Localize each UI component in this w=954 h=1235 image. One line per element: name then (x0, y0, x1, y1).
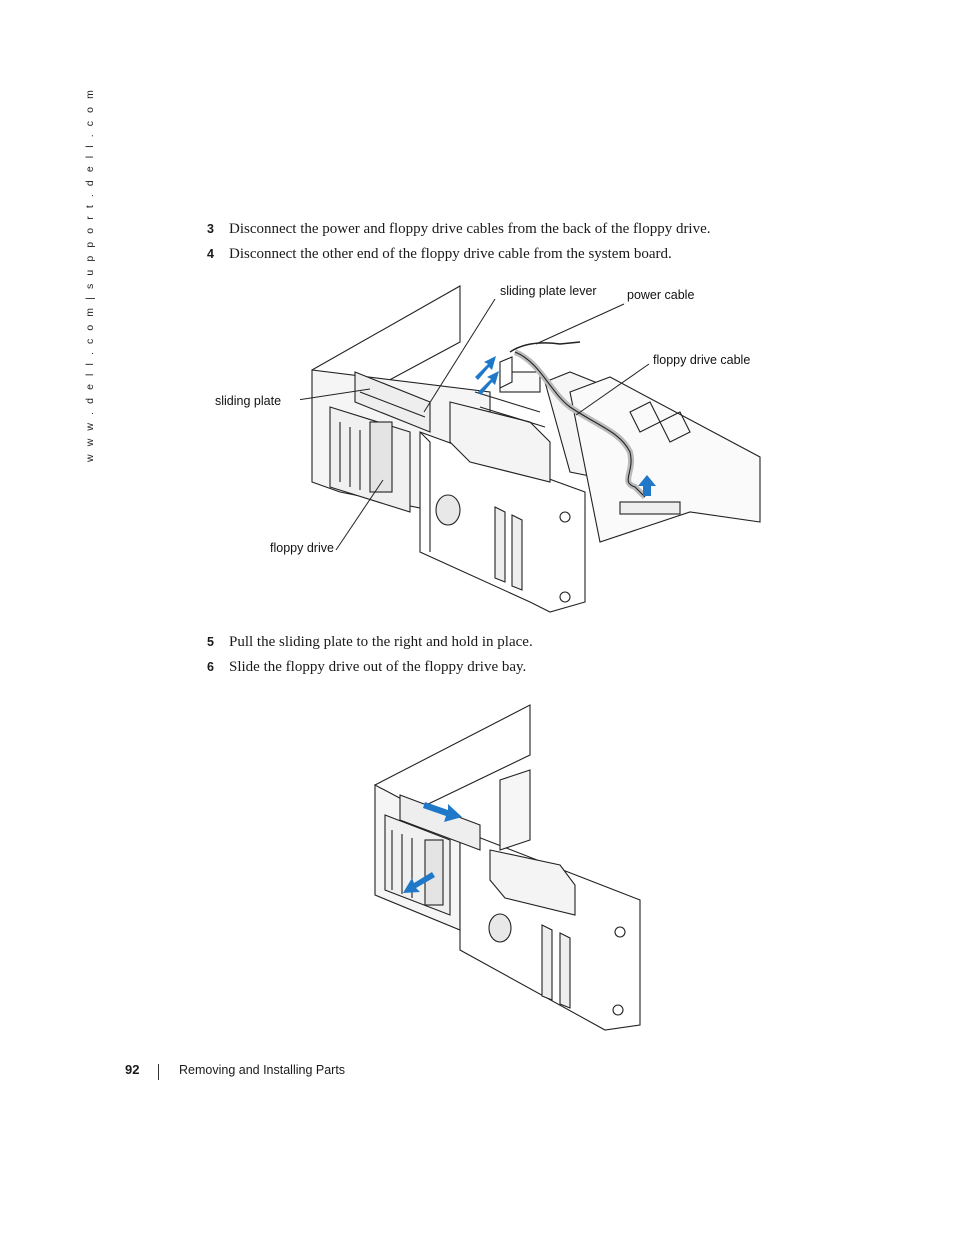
step-text: Pull the sliding plate to the right and … (229, 634, 533, 650)
callout-floppy-drive-cable: floppy drive cable (653, 353, 751, 367)
step-text: Disconnect the power and floppy drive ca… (229, 221, 711, 237)
page-footer: 92 Removing and Installing Parts (0, 1062, 954, 1082)
figure-cable-disconnect: sliding plate lever power cable floppy d… (215, 282, 770, 622)
step-text: Slide the floppy drive out of the floppy… (229, 659, 527, 675)
computer-chassis-illustration (374, 704, 641, 1031)
callout-sliding-plate-lever: sliding plate lever (500, 284, 597, 298)
step-4: 4 Disconnect the other end of the floppy … (207, 244, 672, 264)
sidebar-url-text: w w w . d e l l . c o m | s u p p o r t … (84, 87, 96, 462)
step-6: 6 Slide the floppy drive out of the flopp… (207, 657, 526, 677)
footer-divider (158, 1064, 159, 1080)
computer-chassis-illustration (300, 285, 761, 613)
callout-sliding-plate: sliding plate (215, 394, 282, 408)
step-text: Disconnect the other end of the floppy d… (229, 246, 672, 262)
step-number: 6 (207, 660, 214, 674)
step-3: 3 Disconnect the power and floppy drive c… (207, 219, 711, 239)
step-number: 4 (207, 247, 214, 261)
step-5: 5 Pull the sliding plate to the right and… (207, 632, 533, 652)
page-number: 92 (125, 1062, 140, 1077)
sidebar-url: w w w . d e l l . c o m | s u p p o r t … (84, 88, 98, 462)
callout-power-cable: power cable (627, 288, 695, 302)
step-number: 3 (207, 222, 214, 236)
figure-floppy-removal (370, 700, 645, 1035)
footer-section-title: Removing and Installing Parts (179, 1063, 346, 1077)
step-number: 5 (207, 635, 214, 649)
callout-floppy-drive: floppy drive (270, 541, 334, 555)
